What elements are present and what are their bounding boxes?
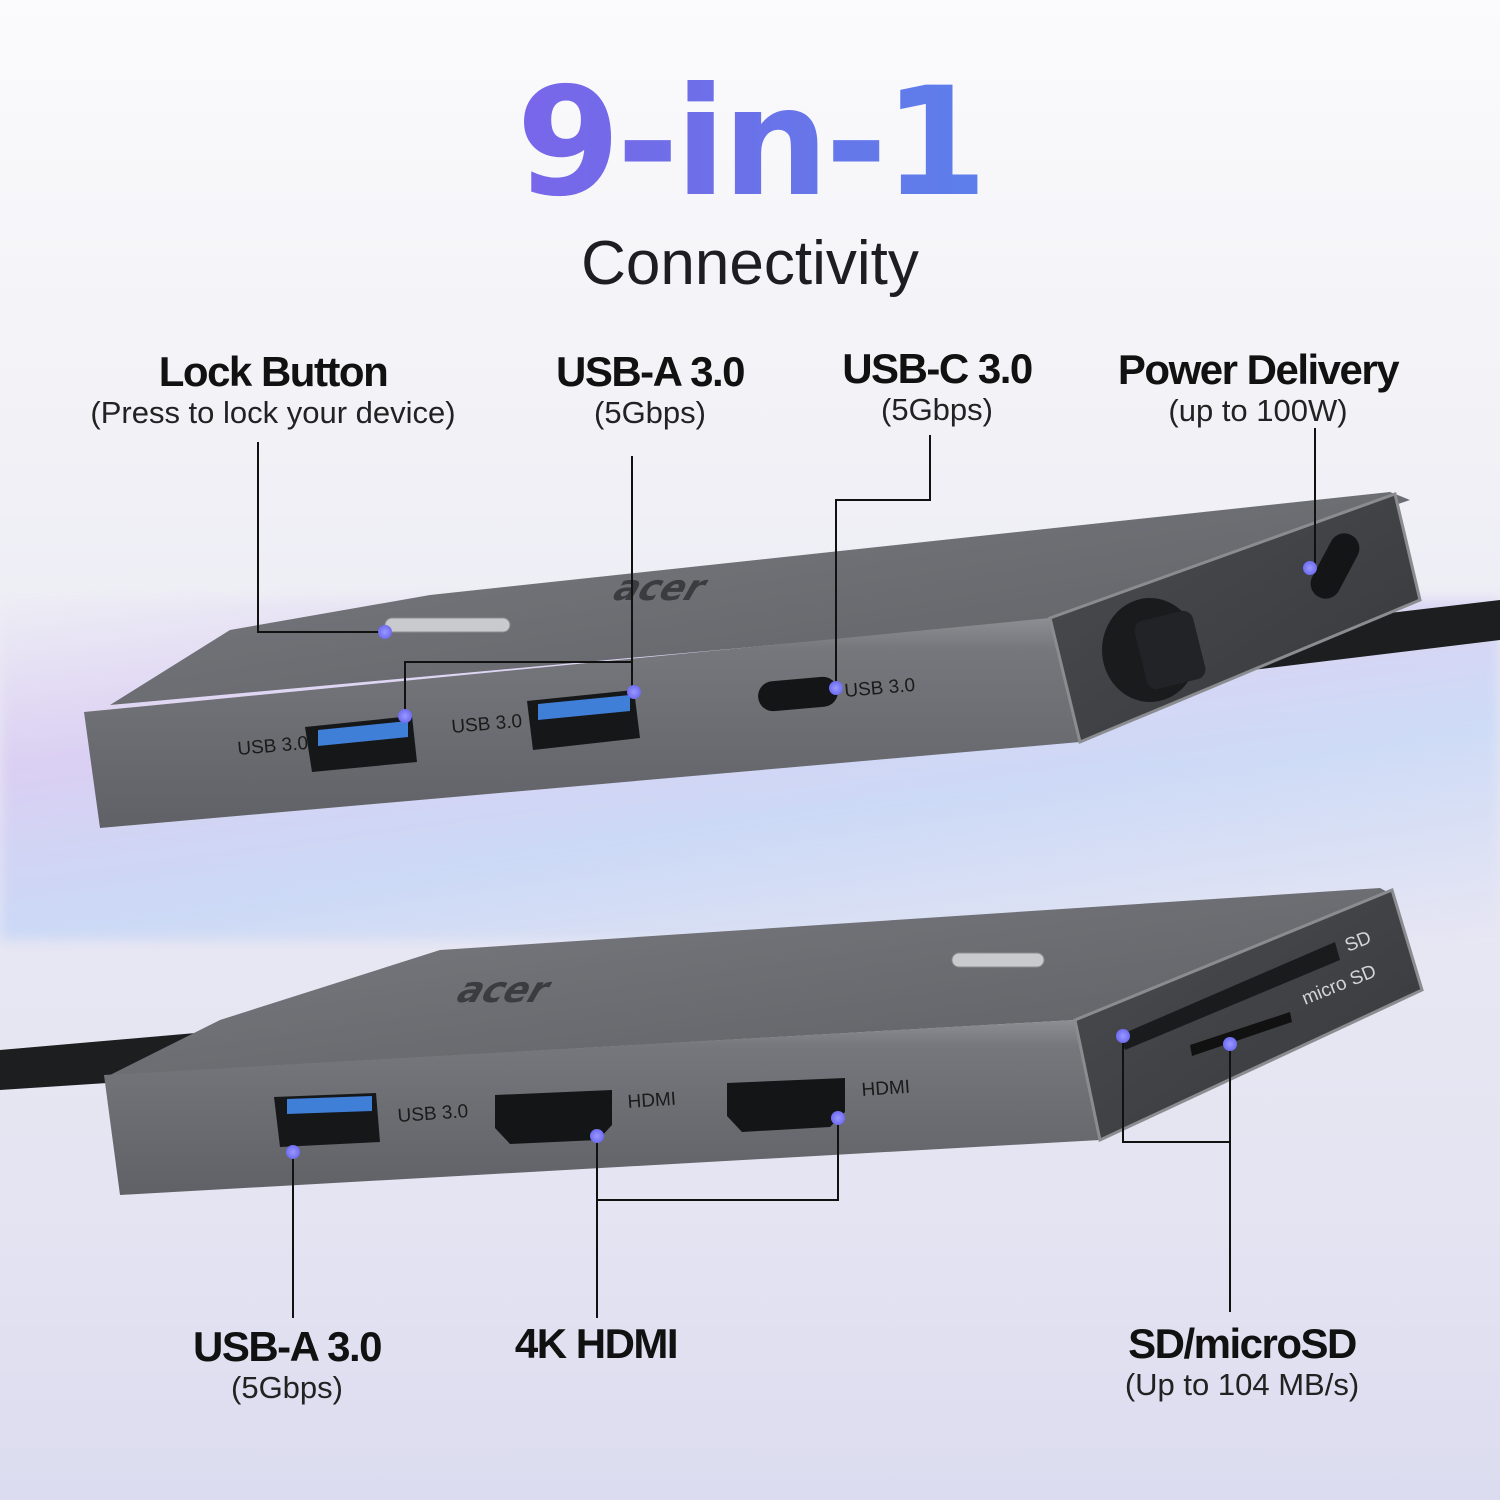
callout-detail: (5Gbps)	[231, 1370, 343, 1406]
callout-detail: (up to 100W)	[1168, 393, 1348, 429]
port-label: HDMI	[861, 1077, 911, 1101]
callout-detail: (Up to 104 MB/s)	[1124, 1367, 1360, 1403]
callout-heading: SD/microSD	[1128, 1320, 1357, 1367]
usb-a-port-1[interactable]	[305, 716, 417, 772]
hdmi-port-1[interactable]	[495, 1090, 612, 1144]
callout-detail: (5Gbps)	[594, 395, 706, 431]
usb-a-port-bottom[interactable]	[274, 1093, 380, 1147]
port-label: HDMI	[627, 1089, 677, 1113]
callout-hdmi: 4K HDMI	[514, 1320, 679, 1367]
marker-dot	[286, 1145, 300, 1159]
sd-card-slot[interactable]	[1120, 942, 1340, 1050]
callout-markers	[286, 561, 1317, 1159]
marker-dot	[831, 1111, 845, 1125]
callout-heading: USB-A 3.0	[556, 348, 746, 395]
callout-heading: Lock Button	[158, 348, 389, 395]
callout-usb-c: USB-C 3.0 (5Gbps)	[842, 345, 1033, 428]
callout-usb-a-top: USB-A 3.0 (5Gbps)	[556, 348, 746, 431]
lock-button[interactable]	[384, 617, 511, 633]
hdmi-port-2[interactable]	[727, 1078, 845, 1132]
cable-boot	[1134, 610, 1206, 690]
leader-line-usb-c	[835, 435, 931, 688]
callout-heading: Power Delivery	[1117, 346, 1400, 393]
marker-dot	[1303, 561, 1317, 575]
marker-dot	[1116, 1029, 1130, 1043]
leader-line-usb-a-top	[404, 456, 633, 716]
brand-logo: acer	[452, 968, 558, 1011]
callout-lock-button: Lock Button (Press to lock your device)	[90, 348, 456, 431]
brand-logo: acer	[608, 566, 714, 609]
callout-heading: USB-C 3.0	[842, 345, 1033, 392]
lock-button[interactable]	[951, 952, 1045, 968]
device-top-surface	[110, 888, 1395, 1075]
usb-c-port[interactable]	[757, 676, 839, 713]
callout-card-reader: SD/microSD (Up to 104 MB/s)	[1124, 1320, 1360, 1403]
marker-dot	[627, 685, 641, 699]
callout-detail: (5Gbps)	[881, 392, 993, 428]
hub-device-bottom: acer USB 3.0 HDMI HDMI SD micro SD	[0, 887, 1424, 1195]
marker-dot	[590, 1129, 604, 1143]
marker-dot	[378, 625, 392, 639]
page-subtitle: Connectivity	[581, 229, 919, 298]
callout-usb-a-bottom: USB-A 3.0 (5Gbps)	[193, 1323, 383, 1406]
callout-detail: (Press to lock your device)	[90, 395, 456, 431]
leader-line-lock-button	[257, 442, 385, 633]
callout-heading: USB-A 3.0	[193, 1323, 383, 1370]
device-top-surface	[110, 492, 1410, 705]
callout-heading: 4K HDMI	[514, 1320, 679, 1367]
microsd-card-slot[interactable]	[1190, 1012, 1292, 1056]
marker-dot	[829, 681, 843, 695]
hub-device-top: acer USB 3.0 USB 3.0 USB 3.0	[84, 492, 1500, 828]
marker-dot	[1223, 1037, 1237, 1051]
usb-a-port-2[interactable]	[527, 690, 640, 750]
marker-dot	[398, 709, 412, 723]
callout-power-delivery: Power Delivery (up to 100W)	[1117, 346, 1400, 429]
leader-line-sd	[1122, 1036, 1230, 1143]
leader-line-hdmi-2	[597, 1118, 839, 1201]
page-title: 9-in-1	[0, 68, 1500, 218]
power-delivery-port[interactable]	[1305, 528, 1364, 604]
port-label: USB 3.0	[397, 1101, 469, 1127]
leader-lines	[257, 428, 1316, 1318]
